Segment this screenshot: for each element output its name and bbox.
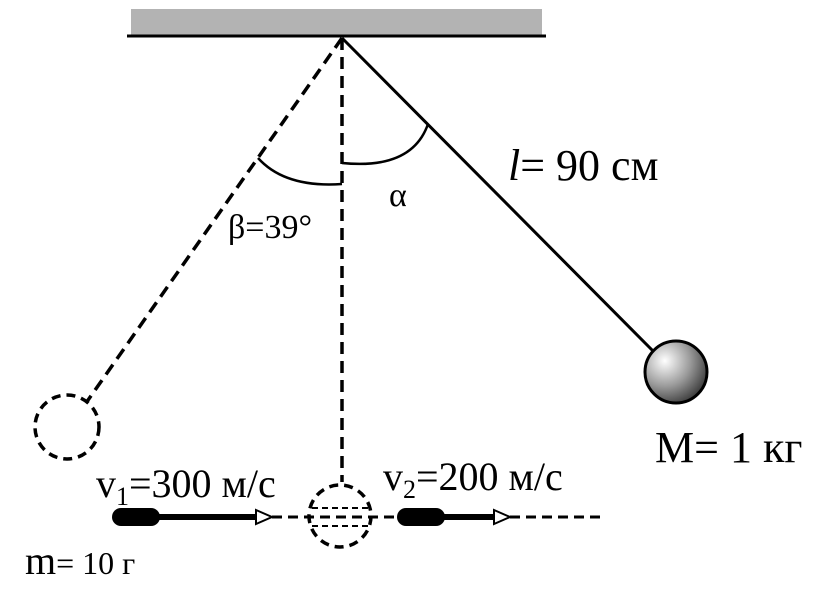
v2-value: =200 м/с xyxy=(416,454,563,499)
v1-base: v xyxy=(96,461,116,506)
mass-small-label: m= 10 г xyxy=(25,538,135,583)
length-value: = 90 см xyxy=(520,141,658,190)
deflected-string-dashed xyxy=(84,36,344,405)
ball-m-big xyxy=(643,339,709,405)
v1-label: v1=300 м/с xyxy=(96,461,276,511)
v2-base: v xyxy=(383,454,403,499)
v1-subscript: 1 xyxy=(116,482,129,511)
mass-small-value: = 10 г xyxy=(56,545,135,581)
v1-value: =300 м/с xyxy=(129,461,276,506)
bullet-before xyxy=(112,508,160,526)
mass-small-var: m xyxy=(25,538,56,583)
bullet-after xyxy=(397,508,445,526)
beta-label: β=39° xyxy=(228,209,312,246)
ball-deflected-outline xyxy=(33,393,101,461)
length-var: l xyxy=(508,141,520,190)
v2-subscript: 2 xyxy=(403,475,416,504)
pendulum-string xyxy=(340,36,660,358)
alpha-label: α xyxy=(389,177,407,214)
beta-angle-arc xyxy=(257,157,343,186)
v2-label: v2=200 м/с xyxy=(383,454,563,504)
alpha-angle-arc xyxy=(341,123,430,166)
ceiling-support xyxy=(131,9,542,36)
length-label: l= 90 см xyxy=(508,141,658,190)
arrowhead-v1 xyxy=(255,508,275,526)
arrowhead-v2 xyxy=(493,508,513,526)
mass-big-label: M= 1 кг xyxy=(655,423,802,472)
